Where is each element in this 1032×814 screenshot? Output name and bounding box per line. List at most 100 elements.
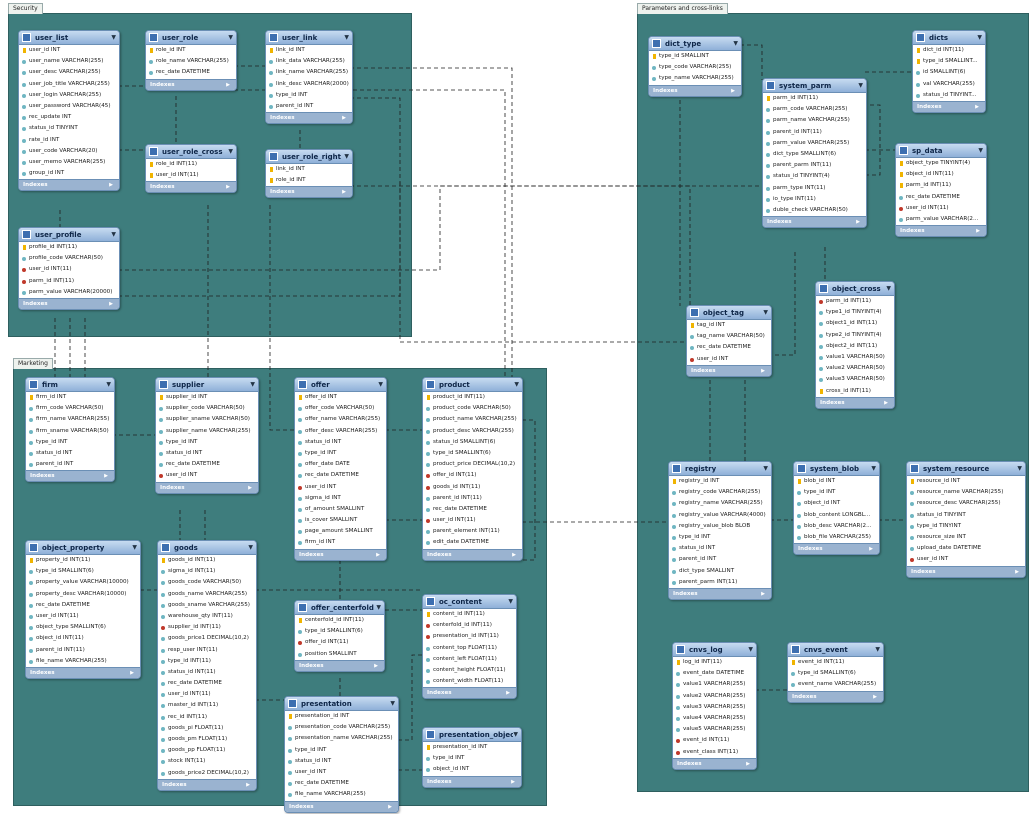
table-column[interactable]: type_id SMALLINT(6)	[295, 626, 384, 637]
table-header[interactable]: user_list▼	[19, 31, 119, 45]
collapse-arrow-icon[interactable]: ▼	[390, 700, 395, 707]
table-column[interactable]: user_id INT(11)	[158, 689, 256, 700]
table-column[interactable]: group_id INT	[19, 168, 119, 179]
foreign-key-column[interactable]: user_id INT	[687, 354, 771, 365]
collapse-arrow-icon[interactable]: ▼	[228, 34, 233, 41]
table-header[interactable]: product▼	[423, 378, 522, 392]
table-header[interactable]: presentation_object▼	[423, 728, 521, 742]
primary-key-column[interactable]: log_id INT(11)	[673, 657, 756, 668]
table-column[interactable]: blob_file VARCHAR(255)	[794, 532, 879, 543]
primary-key-column[interactable]: presentation_id INT	[423, 742, 521, 753]
table-header[interactable]: system_blob▼	[794, 462, 879, 476]
table-header[interactable]: object_tag▼	[687, 306, 771, 320]
indexes-section[interactable]: Indexes	[669, 587, 771, 599]
table-column[interactable]: object_id INT	[423, 764, 521, 775]
table-column[interactable]: tag_name VARCHAR(50)	[687, 331, 771, 342]
table-column[interactable]: of_amount SMALLINT	[295, 504, 386, 515]
indexes-section[interactable]: Indexes	[423, 687, 516, 699]
table-header[interactable]: object_property▼	[26, 541, 140, 555]
indexes-section[interactable]: Indexes	[158, 778, 256, 790]
foreign-key-column[interactable]: goods_id INT(11)	[423, 482, 522, 493]
table-column[interactable]: parent_id INT	[266, 101, 352, 112]
table-cnvs-log[interactable]: cnvs_log▼log_id INT(11)event_date DATETI…	[672, 642, 757, 770]
primary-key-column[interactable]: user_id INT(11)	[146, 170, 236, 181]
primary-key-column[interactable]: role_id INT	[266, 175, 352, 186]
table-column[interactable]: value3 VARCHAR(50)	[816, 374, 894, 385]
table-column[interactable]: type2_id TINYINT(4)	[816, 330, 894, 341]
table-column[interactable]: rec_update INT	[19, 112, 119, 123]
collapse-arrow-icon[interactable]: ▼	[514, 381, 519, 388]
table-user-profile[interactable]: user_profile▼profile_id INT(11)profile_c…	[18, 227, 120, 310]
primary-key-column[interactable]: object_type TINYINT(4)	[896, 158, 986, 169]
table-column[interactable]: parent_element INT(11)	[423, 526, 522, 537]
table-column[interactable]: user_login VARCHAR(255)	[19, 90, 119, 101]
indexes-section[interactable]: Indexes	[913, 100, 985, 112]
table-dicts[interactable]: dicts▼dict_id INT(11)type_id SMALLINT...…	[912, 30, 986, 113]
table-column[interactable]: content_top FLOAT(11)	[423, 643, 516, 654]
collapse-arrow-icon[interactable]: ▼	[106, 381, 111, 388]
primary-key-column[interactable]: goods_id INT(11)	[158, 555, 256, 566]
primary-key-column[interactable]: role_id INT	[146, 45, 236, 56]
table-offer-centerfold[interactable]: offer_centerfold▼centerfold_id INT(11)ty…	[294, 600, 385, 672]
table-header[interactable]: user_profile▼	[19, 228, 119, 242]
table-system-parm[interactable]: system_parm▼parm_id INT(11)parm_code VAR…	[762, 78, 867, 229]
layer-marketing-tab[interactable]: Marketing	[13, 358, 53, 369]
table-column[interactable]: sigma_id INT(11)	[158, 566, 256, 577]
table-product[interactable]: product▼product_id INT(11)product_code V…	[422, 377, 523, 561]
table-column[interactable]: registry_code VARCHAR(255)	[669, 487, 771, 498]
table-column[interactable]: status_id TINYINT	[907, 510, 1025, 521]
table-column[interactable]: object2_id INT(11)	[816, 341, 894, 352]
table-column[interactable]: status_id TINYINT(4)	[763, 171, 866, 182]
foreign-key-column[interactable]: user_id INT(11)	[19, 264, 119, 275]
primary-key-column[interactable]: type_id SMALLINT	[649, 51, 741, 62]
table-column[interactable]: value2 VARCHAR(50)	[816, 363, 894, 374]
table-column[interactable]: object_id INT	[794, 498, 879, 509]
foreign-key-column[interactable]: presentation_id INT(11)	[423, 631, 516, 642]
table-column[interactable]: rec_id INT(11)	[158, 712, 256, 723]
table-column[interactable]: goods_sname VARCHAR(255)	[158, 600, 256, 611]
table-column[interactable]: type_id TINYINT	[907, 521, 1025, 532]
indexes-section[interactable]: Indexes	[295, 548, 386, 560]
table-header[interactable]: dicts▼	[913, 31, 985, 45]
collapse-arrow-icon[interactable]: ▼	[763, 309, 768, 316]
table-column[interactable]: supplier_code VARCHAR(50)	[156, 403, 258, 414]
collapse-arrow-icon[interactable]: ▼	[111, 34, 116, 41]
table-column[interactable]: event_date DATETIME	[673, 668, 756, 679]
table-column[interactable]: dict_type SMALLINT	[669, 566, 771, 577]
collapse-arrow-icon[interactable]: ▼	[748, 646, 753, 653]
table-header[interactable]: system_resource▼	[907, 462, 1025, 476]
table-header[interactable]: user_link▼	[266, 31, 352, 45]
table-column[interactable]: value2 VARCHAR(255)	[673, 691, 756, 702]
table-column[interactable]: parent_id INT(11)	[763, 127, 866, 138]
table-column[interactable]: user_id INT(11)	[26, 611, 140, 622]
collapse-arrow-icon[interactable]: ▼	[875, 646, 880, 653]
table-column[interactable]: rec_date DATETIME	[896, 192, 986, 203]
table-column[interactable]: firm_id INT	[295, 537, 386, 548]
layer-parameters-tab[interactable]: Parameters and cross-links	[637, 3, 728, 14]
table-column[interactable]: offer_name VARCHAR(255)	[295, 414, 386, 425]
table-sp-data[interactable]: sp_data▼object_type TINYINT(4)object_id …	[895, 143, 987, 238]
table-column[interactable]: user_code VARCHAR(20)	[19, 146, 119, 157]
indexes-section[interactable]: Indexes	[26, 470, 114, 482]
table-column[interactable]: property_desc VARCHAR(10000)	[26, 589, 140, 600]
table-column[interactable]: io_type INT(11)	[763, 194, 866, 205]
indexes-section[interactable]: Indexes	[26, 666, 140, 678]
table-column[interactable]: type_id INT	[285, 745, 398, 756]
table-column[interactable]: firm_code VARCHAR(50)	[26, 403, 114, 414]
primary-key-column[interactable]: cross_id INT(11)	[816, 386, 894, 397]
table-column[interactable]: rec_date DATETIME	[156, 459, 258, 470]
foreign-key-column[interactable]: supplier_id INT(11)	[158, 622, 256, 633]
table-column[interactable]: duble_check VARCHAR(50)	[763, 205, 866, 216]
collapse-arrow-icon[interactable]: ▼	[858, 82, 863, 89]
table-column[interactable]: type_id INT(11)	[158, 656, 256, 667]
table-column[interactable]: product_code VARCHAR(50)	[423, 403, 522, 414]
table-column[interactable]: object1_id INT(11)	[816, 318, 894, 329]
primary-key-column[interactable]: property_id INT(11)	[26, 555, 140, 566]
primary-key-column[interactable]: event_id INT(11)	[788, 657, 883, 668]
primary-key-column[interactable]: content_id INT(11)	[423, 609, 516, 620]
